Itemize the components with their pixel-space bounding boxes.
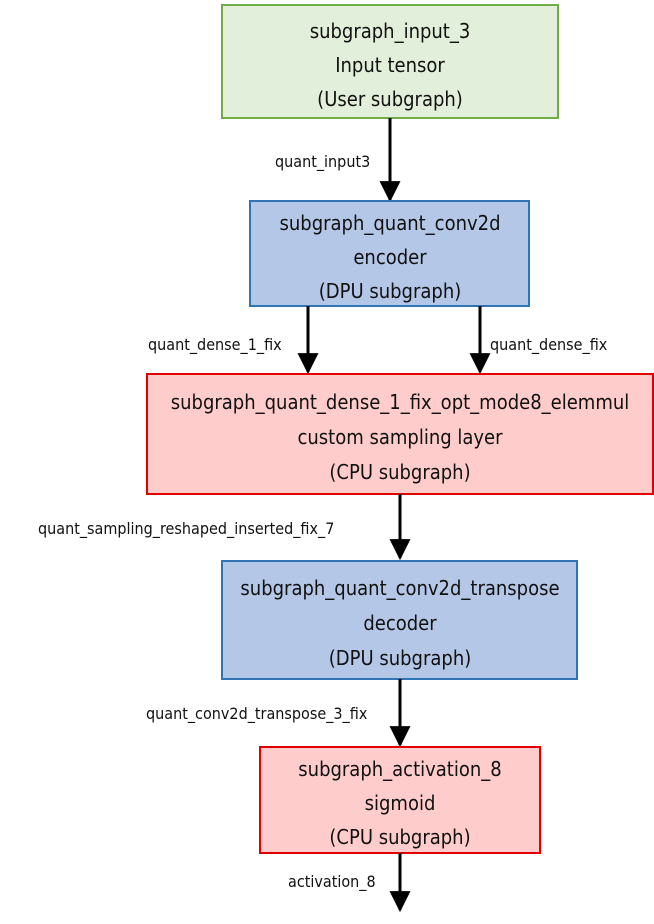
node-title: subgraph_activation_8 (298, 757, 501, 781)
node-subgraph-activation-8: subgraph_activation_8 sigmoid (CPU subgr… (259, 746, 541, 854)
node-box-blue (221, 560, 578, 680)
node-box-red (259, 746, 541, 854)
node-description: custom sampling layer (297, 425, 503, 449)
node-subgraph-quant-conv2d-transpose: subgraph_quant_conv2d_transpose decoder … (221, 560, 578, 680)
node-type: (CPU subgraph) (329, 460, 470, 484)
node-title: subgraph_quant_conv2d_transpose (240, 576, 559, 600)
edge-label: activation_8 (288, 872, 376, 892)
node-type: (CPU subgraph) (329, 825, 470, 849)
edge-quant-dense-1-fix: quant_dense_1_fix (148, 306, 319, 375)
edge-label: quant_dense_fix (490, 335, 608, 355)
edge-quant-conv2d-transpose-3-fix: quant_conv2d_transpose_3_fix (146, 679, 411, 748)
node-description: Input tensor (335, 53, 445, 77)
node-box-red (146, 373, 654, 495)
node-box-green (221, 4, 559, 119)
node-description: decoder (363, 611, 437, 635)
edge-label: quant_dense_1_fix (148, 335, 282, 355)
node-subgraph-quant-conv2d: subgraph_quant_conv2d encoder (DPU subgr… (249, 200, 530, 307)
node-description: encoder (353, 245, 427, 269)
node-description: sigmoid (365, 791, 436, 815)
node-subgraph-quant-dense-elemmul: subgraph_quant_dense_1_fix_opt_mode8_ele… (146, 373, 654, 495)
node-type: (User subgraph) (317, 87, 463, 111)
edge-label: quant_sampling_reshaped_inserted_fix_7 (38, 519, 334, 539)
node-subgraph-input-3: subgraph_input_3 Input tensor (User subg… (221, 4, 559, 119)
edge-quant-dense-fix: quant_dense_fix (469, 306, 608, 375)
node-title: subgraph_quant_conv2d (279, 211, 500, 235)
node-box-blue (249, 200, 530, 307)
edge-label: quant_conv2d_transpose_3_fix (146, 704, 368, 724)
node-type: (DPU subgraph) (319, 279, 462, 303)
edge-quant-sampling-reshaped: quant_sampling_reshaped_inserted_fix_7 (38, 494, 411, 561)
node-type: (DPU subgraph) (329, 646, 472, 670)
edge-activation-8: activation_8 (288, 853, 411, 913)
edge-label: quant_input3 (275, 152, 370, 172)
edge-quant-input3: quant_input3 (275, 118, 401, 203)
node-title: subgraph_quant_dense_1_fix_opt_mode8_ele… (171, 390, 630, 414)
node-title: subgraph_input_3 (310, 19, 471, 43)
